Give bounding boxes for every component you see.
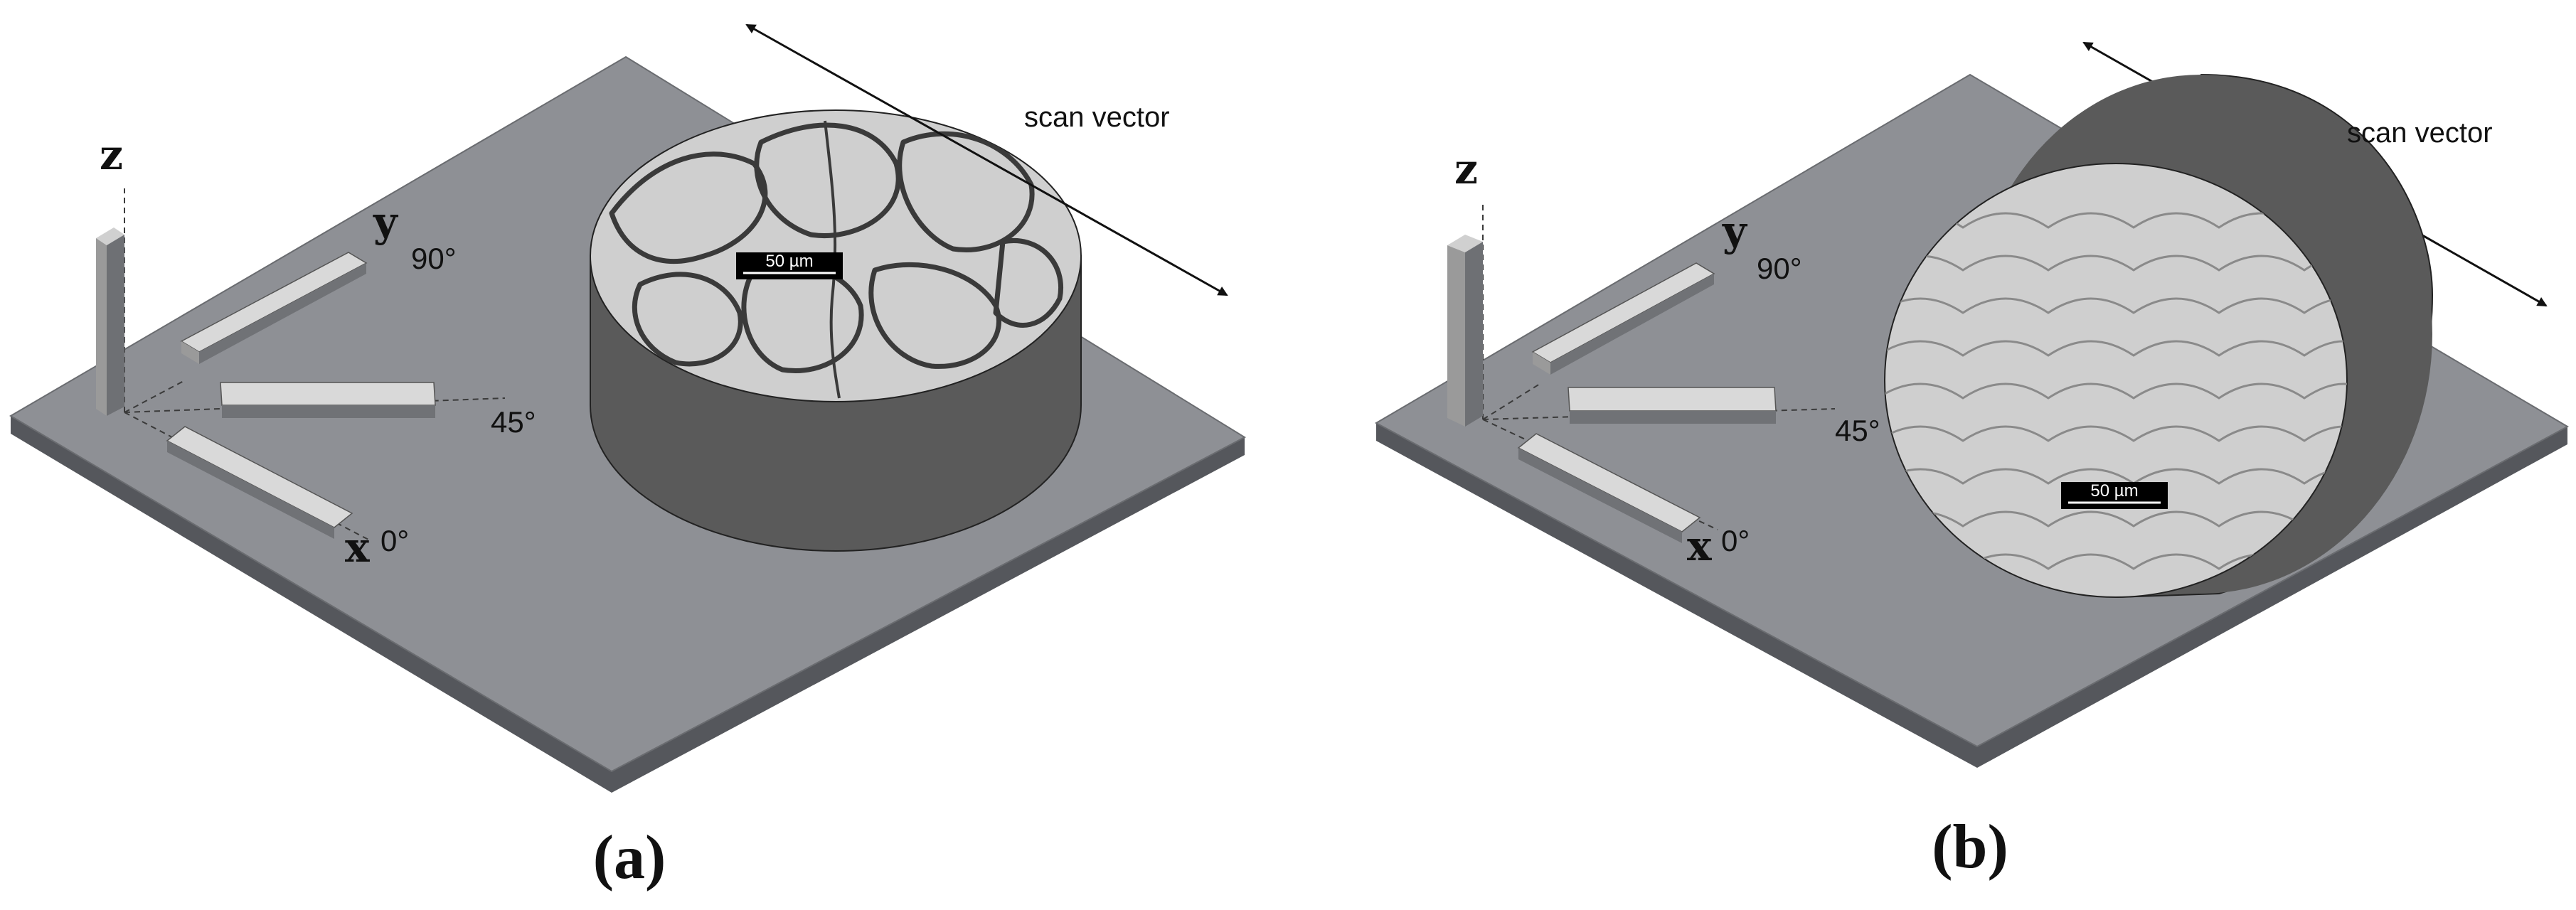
specimen-45: [220, 382, 436, 418]
axis-label-x: x: [1687, 522, 1712, 570]
scale-bar-label: 50 µm: [765, 252, 813, 271]
specimen-90: [180, 252, 368, 364]
axis-label-y: y: [1722, 207, 1748, 255]
scan-vector-label: scan vector: [1024, 102, 1170, 133]
axis-label-x: x: [345, 523, 370, 572]
angle-label-0: 0°: [1721, 524, 1750, 557]
axis-label-y: y: [373, 198, 399, 246]
axis-label-z: z: [100, 131, 123, 179]
scale-bar-label: 50 µm: [2090, 481, 2138, 500]
angle-label-90: 90°: [1757, 252, 1802, 285]
panel-a: 50 µm scan vector z y x 90° 45° 0° (a): [9, 23, 1247, 892]
specimen-z: [96, 228, 124, 416]
scan-vector-label: scan vector: [2347, 117, 2493, 149]
angle-label-90: 90°: [411, 242, 457, 275]
angle-label-45: 45°: [491, 405, 536, 439]
scale-bar: 50 µm: [736, 252, 843, 279]
specimen-90: [1531, 262, 1715, 375]
caption-a: (a): [593, 823, 666, 892]
angle-label-0: 0°: [380, 524, 409, 557]
axis-label-z: z: [1454, 145, 1478, 193]
specimen-45: [1568, 387, 1777, 424]
angle-label-45: 45°: [1835, 414, 1880, 447]
specimen-z: [1447, 235, 1483, 427]
panel-b: 50 µm scan vector z y x 90° 45° 0° (b): [1374, 41, 2570, 882]
caption-b: (b): [1932, 813, 2008, 882]
scan-vector-arrow: [745, 23, 1228, 296]
specimen-0: [166, 426, 353, 539]
specimen-0: [1517, 433, 1701, 543]
scale-bar: 50 µm: [2061, 481, 2168, 509]
cylinder-vertical: 50 µm: [590, 109, 1082, 552]
cylinder-horizontal: 50 µm: [1884, 73, 2434, 599]
